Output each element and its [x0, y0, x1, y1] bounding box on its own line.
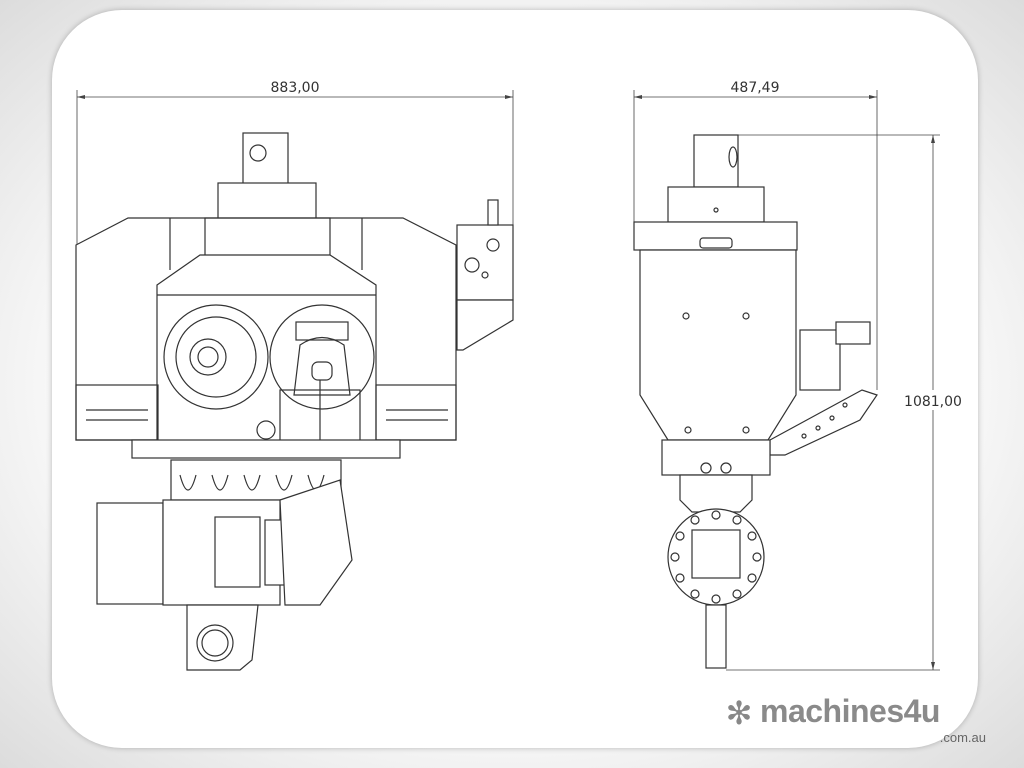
- logo-name: machines4u: [760, 693, 940, 729]
- bolt-circle: [670, 510, 762, 604]
- dimension-height: 1081,00: [726, 134, 966, 671]
- machines4u-logo: ✻ machines4u .com.au: [722, 694, 992, 750]
- height-label: 1081,00: [904, 394, 962, 410]
- logo-domain: .com.au: [939, 730, 986, 745]
- front-view: [75, 132, 514, 671]
- side-view: [633, 134, 878, 669]
- side-width-label: 487,49: [731, 80, 780, 96]
- dimension-side-width: 487,49: [633, 80, 878, 390]
- dimension-front-width: 883,00: [76, 80, 514, 245]
- front-width-label: 883,00: [271, 80, 320, 96]
- snowflake-icon: ✻: [725, 694, 753, 732]
